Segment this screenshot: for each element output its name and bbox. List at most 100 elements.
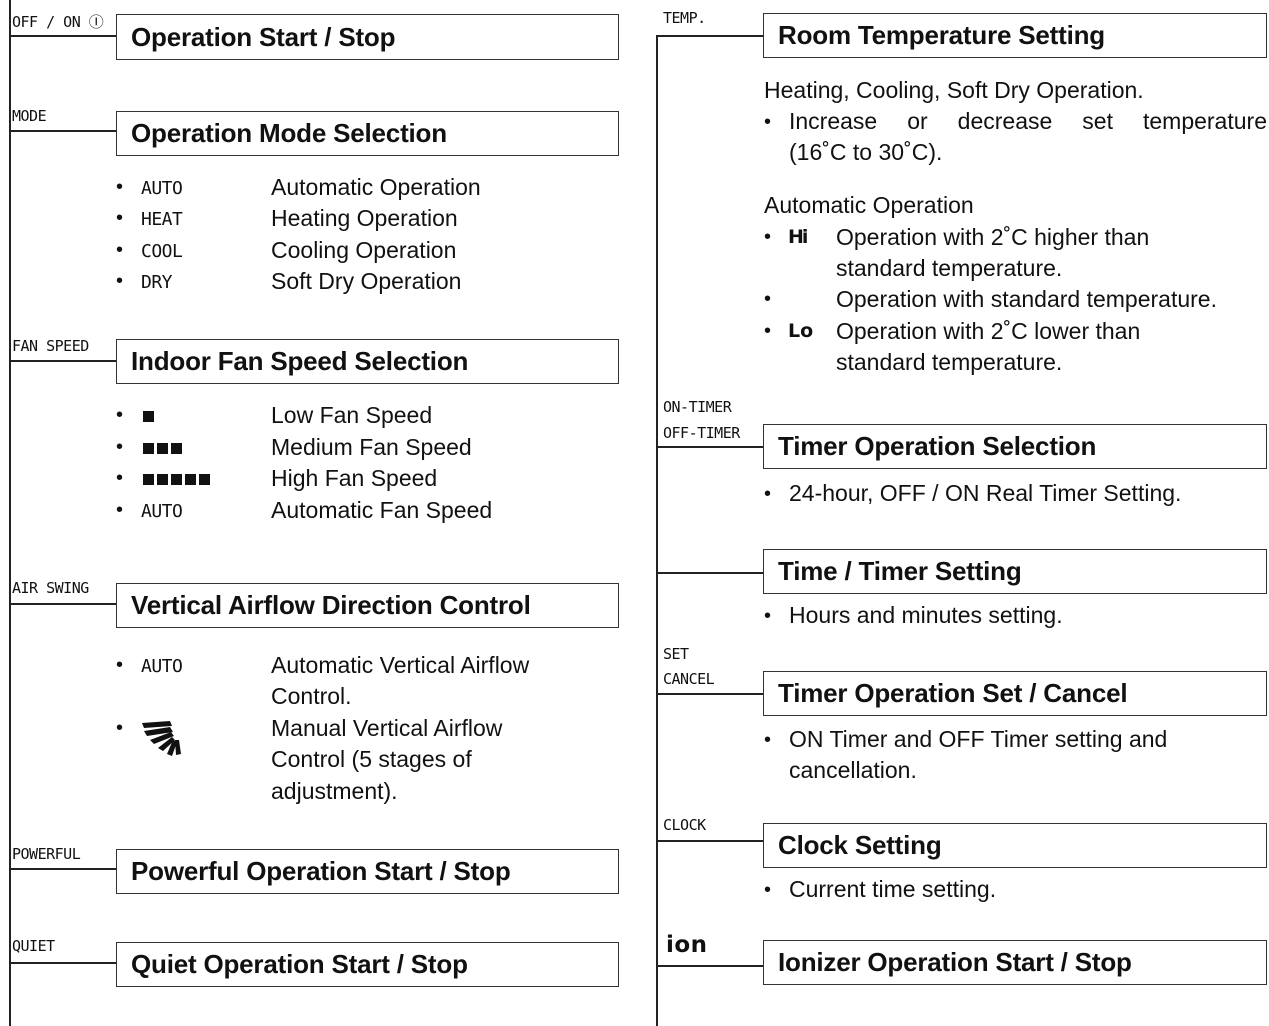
setcancel-title-box: Timer Operation Set / Cancel	[763, 671, 1267, 716]
lo-symbol-icon: Lo	[788, 320, 814, 342]
bullet: •	[764, 729, 772, 751]
bullet: •	[116, 176, 124, 198]
right-connector-line	[656, 35, 658, 1026]
quiet-leader-line	[10, 962, 116, 964]
swing-desc-line: Automatic Vertical Airflow	[271, 652, 530, 678]
timer-title: Timer Operation Selection	[778, 431, 1097, 461]
fan-desc: Medium Fan Speed	[271, 434, 472, 460]
ion-title: Ionizer Operation Start / Stop	[778, 947, 1132, 977]
left-connector-line	[9, 0, 11, 1026]
time-title: Time / Timer Setting	[778, 556, 1022, 586]
temp-auto-line: standard temperature.	[836, 255, 1063, 281]
time-title-box: Time / Timer Setting	[763, 549, 1267, 594]
setcancel-bullet-line: ON Timer and OFF Timer setting and	[789, 726, 1168, 752]
hi-symbol-icon: Hi	[788, 226, 808, 248]
ion-title-box: Ionizer Operation Start / Stop	[763, 940, 1267, 985]
swing-desc-line: Manual Vertical Airflow	[271, 715, 503, 741]
setcancel-bullet-line: cancellation.	[789, 757, 917, 783]
quiet-title: Quiet Operation Start / Stop	[131, 949, 468, 979]
clock-bullet: Current time setting.	[789, 876, 997, 902]
fan-speed-button-label: FAN SPEED	[12, 337, 89, 355]
bullet: •	[764, 320, 772, 342]
airflow-louver-icon	[142, 721, 181, 756]
fan-desc: Automatic Fan Speed	[271, 497, 493, 523]
swing-code: AUTO	[141, 656, 183, 677]
temp-bullet-line: (16˚C to 30˚C).	[789, 139, 943, 165]
time-leader-line	[657, 572, 763, 574]
powerful-button-label: POWERFUL	[12, 845, 81, 863]
fan-high-icon	[143, 463, 223, 494]
offon-button-label: OFF / ON Ⓘ	[12, 13, 104, 31]
mode-code: AUTO	[141, 178, 183, 199]
ion-button-label: ion	[666, 932, 708, 958]
timer-bullet: 24-hour, OFF / ON Real Timer Setting.	[789, 480, 1182, 506]
temp-bullet-line: Increase or decrease set temperature	[789, 108, 1267, 134]
quiet-button-label: QUIET	[12, 937, 55, 955]
swing-leader-line	[10, 603, 116, 605]
temp-title-box: Room Temperature Setting	[763, 13, 1267, 58]
mode-leader-line	[10, 130, 116, 132]
quiet-title-box: Quiet Operation Start / Stop	[116, 942, 619, 987]
on-timer-button-label: ON-TIMER	[663, 398, 732, 416]
swing-desc-line: Control.	[271, 683, 352, 709]
bullet: •	[764, 879, 772, 901]
temp-auto-line: Operation with 2˚C higher than	[836, 224, 1150, 250]
powerful-title: Powerful Operation Start / Stop	[131, 856, 511, 886]
mode-button-label: MODE	[12, 107, 47, 125]
temp-auto-line: Operation with standard temperature.	[836, 286, 1217, 312]
fan-leader-line	[10, 360, 116, 362]
fan-low-icon	[143, 400, 223, 431]
clock-leader-line	[657, 840, 763, 842]
temp-title: Room Temperature Setting	[778, 20, 1105, 50]
mode-desc: Cooling Operation	[271, 237, 457, 263]
clock-title: Clock Setting	[778, 830, 942, 860]
offon-title-box: Operation Start / Stop	[116, 14, 619, 60]
bullet: •	[764, 483, 772, 505]
bullet: •	[116, 404, 124, 426]
bullet: •	[764, 605, 772, 627]
temp-leader-line	[657, 35, 763, 37]
fan-desc: High Fan Speed	[271, 465, 438, 491]
timer-title-box: Timer Operation Selection	[763, 424, 1267, 469]
clock-title-box: Clock Setting	[763, 823, 1267, 868]
temp-button-label: TEMP.	[663, 9, 706, 27]
cancel-button-label: CANCEL	[663, 670, 715, 688]
bullet: •	[116, 239, 124, 261]
bullet: •	[116, 207, 124, 229]
fan-title-box: Indoor Fan Speed Selection	[116, 339, 619, 384]
mode-desc: Soft Dry Operation	[271, 268, 462, 294]
timer-leader-line	[657, 446, 763, 448]
bullet: •	[116, 436, 124, 458]
mode-code: DRY	[141, 272, 173, 293]
offon-title: Operation Start / Stop	[131, 21, 396, 52]
powerful-leader-line	[10, 868, 116, 870]
off-timer-button-label: OFF-TIMER	[663, 424, 740, 442]
swing-title: Vertical Airflow Direction Control	[131, 590, 531, 620]
bullet: •	[116, 270, 124, 292]
time-bullet: Hours and minutes setting.	[789, 602, 1063, 628]
temp-auto-heading: Automatic Operation	[764, 192, 974, 218]
bullet: •	[764, 288, 772, 310]
swing-desc-line: adjustment).	[271, 778, 398, 804]
powerful-title-box: Powerful Operation Start / Stop	[116, 849, 619, 894]
fan-desc: Low Fan Speed	[271, 402, 433, 428]
bullet: •	[764, 111, 772, 133]
mode-desc: Automatic Operation	[271, 174, 481, 200]
setcancel-title: Timer Operation Set / Cancel	[778, 678, 1128, 708]
temp-auto-line: standard temperature.	[836, 349, 1063, 375]
bullet: •	[116, 499, 124, 521]
ion-leader-line	[657, 965, 763, 967]
temp-auto-line: Operation with 2˚C lower than	[836, 318, 1141, 344]
mode-code: COOL	[141, 241, 183, 262]
fan-medium-icon	[143, 432, 223, 463]
fan-title: Indoor Fan Speed Selection	[131, 346, 469, 376]
bullet: •	[116, 467, 124, 489]
mode-code: HEAT	[141, 209, 183, 230]
temp-intro: Heating, Cooling, Soft Dry Operation.	[764, 77, 1144, 103]
setcancel-leader-line	[657, 693, 763, 695]
swing-title-box: Vertical Airflow Direction Control	[116, 583, 619, 628]
set-button-label: SET	[663, 645, 689, 663]
swing-desc-line: Control (5 stages of	[271, 746, 472, 772]
bullet: •	[116, 717, 124, 739]
offon-leader-line	[10, 35, 116, 37]
